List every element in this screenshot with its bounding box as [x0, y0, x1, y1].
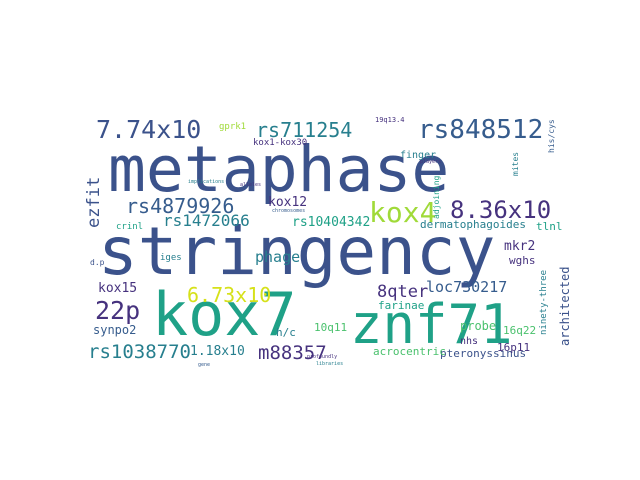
- word-16p11: 16p11: [497, 341, 531, 354]
- word-kox4: kox4: [369, 196, 437, 229]
- word-adjoining: adjoining: [432, 175, 441, 219]
- word-probe: probe: [460, 319, 497, 333]
- word-mkr2: mkr2: [504, 239, 536, 254]
- word-nhs: nhs: [460, 336, 479, 347]
- word-pteronyssinus: pteronyssinus: [440, 347, 527, 360]
- word-kox15: kox15: [98, 281, 138, 296]
- word-iges: iges: [160, 253, 182, 263]
- word-rs848512: rs848512: [418, 115, 544, 145]
- word-16q22: 16q22: [503, 324, 537, 337]
- word-rs1472066: rs1472066: [163, 211, 250, 230]
- word-gprk1: gprk1: [219, 122, 247, 132]
- word-loc730217: loc730217: [426, 278, 508, 296]
- word-players: players: [420, 159, 442, 165]
- word-znf71: znf71: [350, 293, 513, 356]
- word-rs1038770: rs1038770: [88, 341, 191, 363]
- word-synpo2: synpo2: [93, 323, 137, 337]
- word-d-p: d.p: [90, 258, 105, 267]
- word-acrocentric: acrocentric: [373, 345, 446, 358]
- word-ninety-three: ninety-three: [539, 269, 549, 335]
- word-crinl: crinl: [116, 222, 144, 232]
- word-libraries: libraries: [316, 361, 344, 367]
- word-8-36x10: 8.36x10: [450, 196, 552, 224]
- word-rs711254: rs711254: [256, 118, 353, 142]
- word-architected: architected: [558, 266, 572, 346]
- word-22p: 22p: [95, 296, 141, 325]
- word-7-74x10: 7.74x10: [96, 115, 202, 144]
- word-wghs: wghs: [509, 254, 536, 267]
- word-metaphase: metaphase: [108, 133, 450, 206]
- word-tlnl: tlnl: [536, 220, 563, 233]
- word-gene: gene: [198, 362, 211, 368]
- word-chromosomes: chromosomes: [272, 208, 306, 214]
- word-10q11: 10q11: [314, 321, 348, 334]
- word-kox7: kox7: [152, 280, 297, 350]
- word-ezfit: ezfit: [84, 176, 104, 228]
- word-dermatophagoides: dermatophagoides: [420, 218, 526, 231]
- word-m88357: m88357: [258, 342, 327, 364]
- word-farinae: farinae: [378, 299, 425, 312]
- word-profoundly: profoundly: [307, 354, 338, 360]
- word-his-cys: his/cys: [547, 119, 556, 153]
- word-alleles: alleles: [240, 182, 262, 188]
- word-rs4879926: rs4879926: [126, 194, 235, 218]
- word-6-73x10: 6.73x10: [187, 283, 272, 307]
- word-kox12: kox12: [268, 195, 308, 210]
- word-mites: mites: [511, 151, 520, 176]
- word-phage: phage: [255, 248, 301, 266]
- word-1-18x10: 1.18x10: [190, 344, 245, 359]
- word-19q13-4: 19q13.4: [375, 116, 405, 124]
- word-h-c: h/c: [276, 326, 296, 339]
- word-implications: implications: [188, 179, 225, 185]
- word-finger: finger: [400, 150, 437, 161]
- word-8qter: 8qter: [377, 282, 429, 302]
- word-rs10404342: rs10404342: [292, 215, 371, 230]
- word-kox1-kox30: kox1-kox30: [253, 138, 308, 148]
- word-stringency: stringency: [98, 213, 496, 290]
